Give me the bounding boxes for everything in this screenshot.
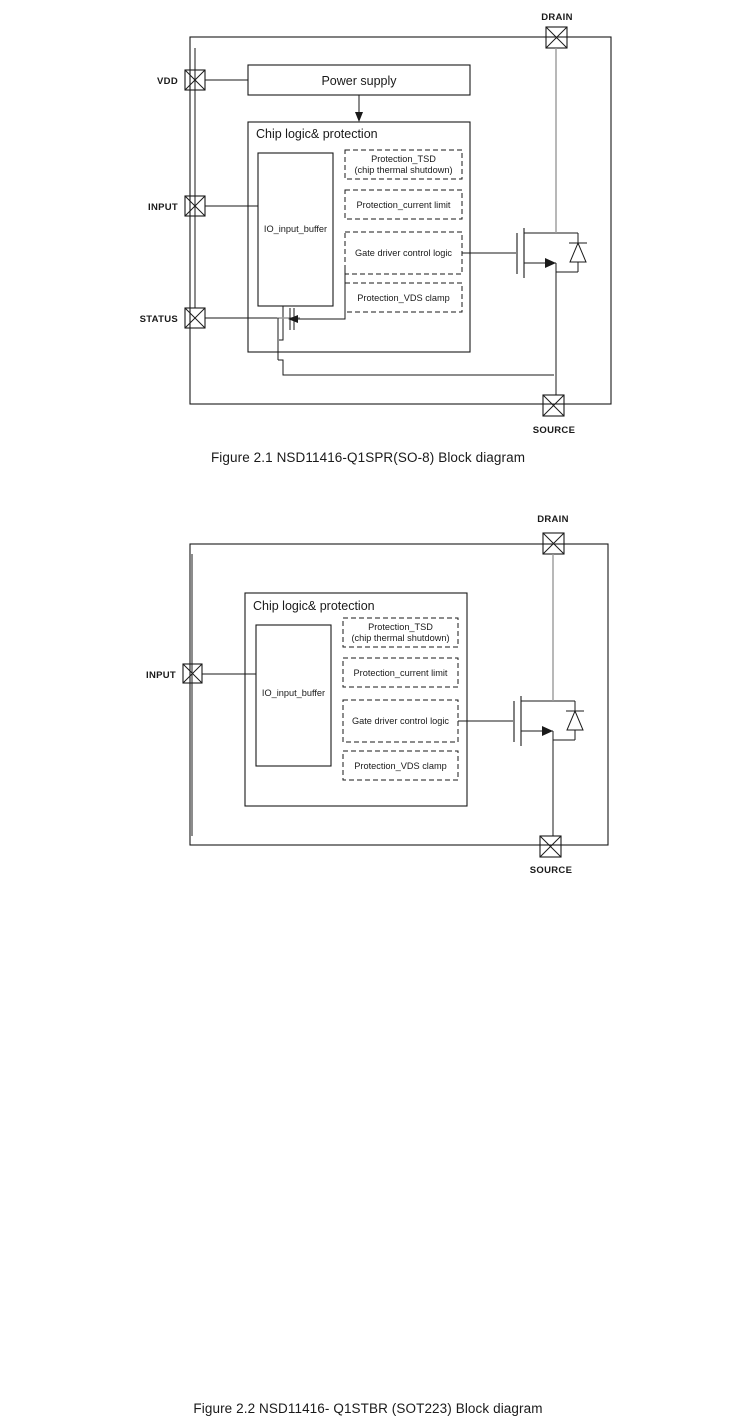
block-label-io-input-buffer: IO_input_buffer: [264, 224, 327, 234]
block-protection-vds-clamp-2: [342, 750, 459, 781]
pin-pad-status: [184, 307, 206, 329]
wire-status-source-to-source-pin: [278, 359, 554, 376]
figure-block-diagram-sot223: INPUT DRAIN SOURCE Chip logic& protectio…: [0, 500, 736, 1416]
pin-label-input-2: INPUT: [146, 670, 176, 681]
figure2-svg: INPUT DRAIN SOURCE Chip logic& protectio…: [146, 514, 609, 876]
block-label-protection-tsd-line2-2: (chip thermal shutdown): [351, 633, 449, 643]
symbol-power-mosfet: [516, 228, 556, 278]
pin-label-drain: DRAIN: [541, 12, 573, 23]
block-protection-current-limit: [344, 189, 463, 220]
block-protection-tsd-2: [342, 617, 459, 648]
block-label-protection-current-limit: Protection_current limit: [357, 200, 451, 210]
block-chip-logic-2: [244, 592, 468, 807]
arrowhead-power-supply: [355, 112, 363, 122]
block-io-input-buffer: [257, 152, 334, 307]
block-label-protection-vds-clamp-2: Protection_VDS clamp: [354, 761, 446, 771]
symbol-power-mosfet-2: [513, 696, 553, 746]
pin-label-source-2: SOURCE: [530, 865, 572, 876]
pin-label-drain-2: DRAIN: [537, 514, 569, 525]
pin-label-source: SOURCE: [533, 425, 575, 436]
package-outline-2: [189, 543, 609, 846]
figure2-caption: Figure 2.2 NSD11416- Q1STBR (SOT223) Blo…: [193, 1401, 543, 1416]
pin-label-status: STATUS: [140, 314, 178, 325]
pin-label-vdd: VDD: [157, 76, 178, 87]
block-label-protection-tsd-line1: Protection_TSD: [371, 154, 436, 164]
figure1-svg: VDD INPUT STATUS DRAIN SOURCE: [140, 12, 612, 436]
block-protection-tsd: [344, 149, 463, 180]
block-label-protection-vds-clamp: Protection_VDS clamp: [357, 293, 449, 303]
symbol-status-mosfet: [277, 308, 320, 360]
block-io-input-buffer-2: [255, 624, 332, 767]
symbol-body-diode: [556, 232, 587, 273]
block-protection-vds-clamp: [344, 282, 463, 313]
block-chip-logic: [247, 121, 471, 353]
wire-status-feedback: [320, 268, 346, 320]
block-label-protection-current-limit-2: Protection_current limit: [354, 668, 448, 678]
pin-label-input: INPUT: [148, 202, 178, 213]
figure-block-diagram-so8: VDD INPUT STATUS DRAIN SOURCE: [0, 0, 736, 465]
block-label-chip-logic: Chip logic& protection: [256, 127, 378, 141]
figure1-caption: Figure 2.1 NSD11416-Q1SPR(SO-8) Block di…: [210, 450, 526, 465]
symbol-body-diode-2: [553, 700, 584, 741]
block-label-gate-driver-2: Gate driver control logic: [352, 716, 449, 726]
block-label-power-supply: Power supply: [321, 74, 397, 88]
pin-pad-source-2: [539, 835, 562, 858]
wire-io-buffer-bottom: [279, 306, 284, 341]
block-protection-current-limit-2: [342, 657, 459, 688]
block-label-chip-logic-2: Chip logic& protection: [253, 599, 375, 613]
pin-pad-source: [542, 394, 565, 417]
block-label-protection-tsd-line1-2: Protection_TSD: [368, 622, 433, 632]
block-label-protection-tsd-line2: (chip thermal shutdown): [354, 165, 452, 175]
block-label-io-input-buffer-2: IO_input_buffer: [262, 688, 325, 698]
package-outline: [189, 36, 612, 405]
block-label-gate-driver: Gate driver control logic: [355, 248, 452, 258]
